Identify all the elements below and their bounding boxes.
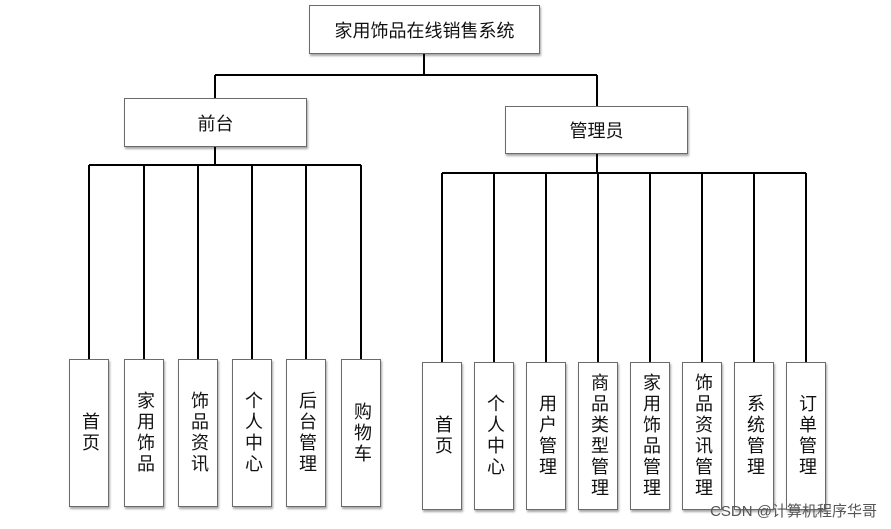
- frontend-item-home: 首页: [69, 359, 109, 507]
- branch-admin-label: 管理员: [569, 121, 624, 142]
- admin-item-label: 家用饰品管理: [640, 373, 661, 499]
- frontend-item-label: 饰品资讯: [188, 391, 209, 475]
- frontend-item-label: 个人中心: [242, 391, 263, 475]
- frontend-item-label: 家用饰品: [134, 391, 155, 475]
- frontend-item-admin: 后台管理: [286, 359, 326, 507]
- admin-item-home: 首页: [422, 362, 462, 510]
- admin-item-system: 系统管理: [734, 362, 774, 510]
- frontend-item-cart: 购物车: [341, 359, 381, 507]
- admin-item-category: 商品类型管理: [578, 362, 618, 510]
- admin-item-label: 商品类型管理: [588, 373, 609, 499]
- admin-item-decor: 家用饰品管理: [630, 362, 670, 510]
- watermark: CSDN @计算机程序华哥: [710, 503, 877, 520]
- admin-item-label: 系统管理: [744, 394, 765, 478]
- admin-item-label: 首页: [432, 415, 453, 457]
- frontend-item-news: 饰品资讯: [178, 359, 218, 507]
- admin-item-label: 个人中心: [484, 394, 505, 478]
- root-node: 家用饰品在线销售系统: [309, 5, 540, 54]
- root-label: 家用饰品在线销售系统: [334, 20, 515, 42]
- admin-item-users: 用户管理: [526, 362, 566, 510]
- frontend-item-label: 首页: [79, 412, 100, 454]
- admin-item-orders: 订单管理: [786, 362, 826, 510]
- frontend-item-decor: 家用饰品: [124, 359, 164, 507]
- admin-item-label: 订单管理: [796, 394, 817, 478]
- frontend-item-profile: 个人中心: [232, 359, 272, 507]
- frontend-item-label: 购物车: [351, 401, 372, 465]
- admin-item-label: 饰品资讯管理: [692, 373, 713, 499]
- branch-frontend: 前台: [124, 98, 307, 147]
- branch-frontend-label: 前台: [197, 113, 234, 135]
- frontend-item-label: 后台管理: [296, 391, 317, 475]
- admin-item-profile: 个人中心: [474, 362, 514, 510]
- admin-item-news: 饰品资讯管理: [682, 362, 722, 510]
- branch-admin: 管理员: [505, 106, 688, 154]
- admin-item-label: 用户管理: [536, 394, 557, 478]
